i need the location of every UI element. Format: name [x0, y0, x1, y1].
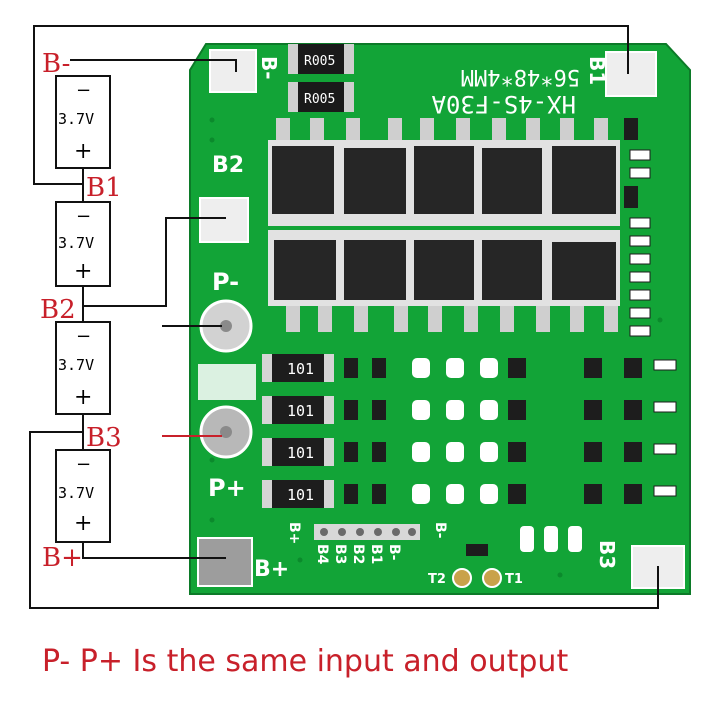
board-label-b3: B3 [595, 540, 619, 569]
board-label-b2: B2 [212, 153, 244, 178]
shunt-resistors: R005 R005 [288, 44, 354, 112]
wire-b-minus [70, 59, 237, 72]
wire-b1 [33, 25, 629, 185]
mosfets [268, 118, 620, 332]
header-label-b4: B4 [314, 544, 330, 565]
cell-1-minus: − [76, 80, 91, 101]
cell-3-minus: − [76, 326, 91, 347]
header-label-b-minus-2: B- [432, 522, 448, 539]
pad-b-minus [209, 49, 257, 93]
board-label-p-plus: P+ [208, 474, 246, 502]
thermal-label-t2: T2 [428, 572, 446, 587]
shunt-2-marking: R005 [304, 92, 335, 107]
battery-cells: − 3.7V + − 3.7V + − 3.7V + − 3.7V + [55, 75, 111, 543]
board-size-text: 56*48*4MM [461, 64, 580, 89]
header-label-b1: B1 [368, 544, 384, 564]
header-label-b-plus: B+ [286, 522, 302, 544]
header-label-b3: B3 [332, 544, 348, 564]
pad-b2 [199, 197, 249, 243]
smd-components [344, 118, 677, 556]
board-silkscreen: 56*48*4MM HX-4S-F30A [431, 64, 580, 118]
cell-3: − 3.7V + [55, 321, 111, 415]
thermal-pad-t1 [482, 568, 502, 588]
header-label-b-minus: B- [386, 544, 402, 561]
wire-label-b2: B2 [40, 295, 76, 325]
header-labels: B+ B4 B3 B2 B1 B- B- T2 T1 [286, 522, 523, 587]
cell-1: − 3.7V + [55, 75, 111, 169]
wire-b-plus [82, 542, 226, 559]
wires [29, 25, 659, 609]
board-label-b-minus: B- [257, 56, 281, 80]
balance-resistors: 101 101 101 101 [262, 354, 334, 508]
cell-1-voltage: 3.7V [58, 110, 94, 128]
header-pins [314, 524, 420, 540]
cell-2: − 3.7V + [55, 201, 111, 287]
wire-label-b-plus: B+ [42, 543, 83, 573]
board-pad-labels: B- B1 B2 P- P+ B+ B3 [208, 56, 619, 582]
wire-label-b3: B3 [86, 423, 122, 453]
board-label-b-plus: B+ [254, 557, 289, 582]
resistor-4-marking: 101 [287, 486, 314, 504]
pad-b1 [605, 51, 657, 97]
board-label-b1: B1 [585, 56, 609, 85]
thermal-pad-t2 [452, 568, 472, 588]
cell-2-minus: − [76, 206, 91, 227]
caption-text: P- P+ Is the same input and output [42, 644, 569, 679]
cell-4-minus: − [76, 454, 91, 475]
board-model-text: HX-4S-F30A [431, 90, 576, 118]
resistor-2-marking: 101 [287, 402, 314, 420]
cell-3-plus: + [74, 385, 92, 410]
cell-3-voltage: 3.7V [58, 356, 94, 374]
thermal-label-t1: T1 [505, 572, 523, 587]
cell-4-plus: + [74, 511, 92, 536]
board-label-p-minus: P- [212, 268, 239, 296]
wire-labels: B- B1 B2 B3 B+ [40, 49, 122, 573]
resistor-3-marking: 101 [287, 444, 314, 462]
wire-label-b1: B1 [86, 173, 122, 203]
shunt-1-marking: R005 [304, 54, 335, 69]
pad-b-plus [197, 537, 253, 587]
cell-1-plus: + [74, 139, 92, 164]
cell-2-plus: + [74, 259, 92, 284]
header-label-b2: B2 [350, 544, 366, 564]
cell-2-voltage: 3.7V [58, 234, 94, 252]
wire-label-b-minus: B- [42, 49, 70, 79]
wire-b2 [83, 217, 226, 307]
cell-4-voltage: 3.7V [58, 484, 94, 502]
resistor-1-marking: 101 [287, 360, 314, 378]
wire-b3 [29, 431, 659, 609]
cell-4: − 3.7V + [55, 449, 111, 543]
